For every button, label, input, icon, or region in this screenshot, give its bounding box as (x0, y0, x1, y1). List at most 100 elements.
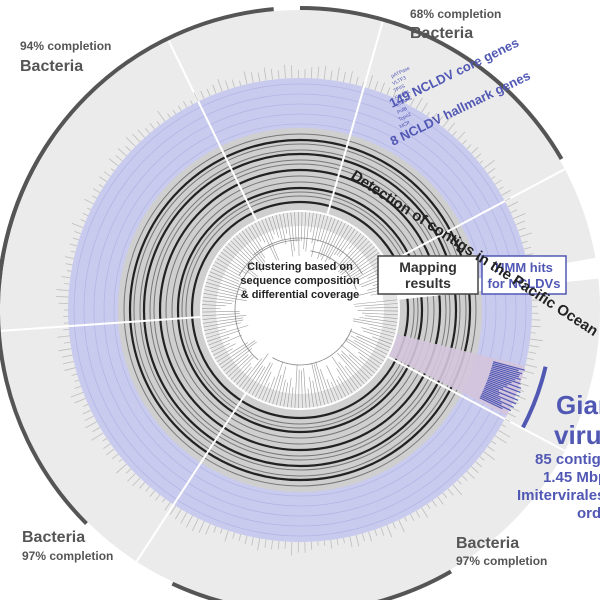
dendrogram-branch (326, 378, 336, 402)
dendrogram-branch (339, 243, 373, 274)
outer-tick (213, 526, 217, 533)
dendrogram-clade (239, 239, 301, 276)
dendrogram-branch (268, 217, 275, 235)
outer-tick (91, 432, 104, 441)
outer-tick (180, 512, 188, 524)
outer-tick (145, 486, 150, 492)
dendrogram-branch (202, 317, 244, 324)
hallmark-gene-name: MCP (399, 120, 412, 131)
dendrogram-branch (233, 237, 254, 260)
hmm-ring-divider (83, 93, 517, 527)
outer-tick (349, 536, 353, 547)
outer-tick (452, 484, 463, 496)
dendrogram-branch (311, 362, 322, 406)
outer-tick (157, 110, 166, 122)
dendrogram-branch (330, 381, 340, 401)
outer-tick (498, 429, 511, 438)
bin-completion-bottom-left: 97% completion (22, 549, 113, 563)
dendrogram-branch (235, 235, 266, 270)
dendrogram-branch (297, 212, 300, 259)
outer-tick (483, 451, 495, 461)
outer-tick (362, 533, 365, 542)
outer-tick (61, 354, 73, 358)
outer-tick (225, 80, 229, 90)
dendrogram-branch (372, 336, 392, 345)
outer-tick (437, 496, 444, 505)
hallmark-gene-name-item: Topo2 (397, 112, 412, 123)
dendrogram-branch (364, 306, 398, 309)
outer-tick (74, 379, 79, 382)
dendrogram-branch (202, 296, 235, 302)
hmm-hit-spike (490, 369, 521, 381)
mapping-layer-line (128, 138, 472, 482)
outer-tick (447, 122, 455, 132)
outer-tick (212, 84, 217, 94)
dendrogram-branch (325, 221, 343, 257)
outer-tick (515, 220, 526, 225)
outer-tick (149, 490, 155, 497)
bin-name-bottom-left: Bacteria (22, 529, 85, 546)
mapping-layer-line (158, 168, 442, 452)
outer-tick (517, 388, 525, 392)
outer-tick (110, 168, 115, 172)
outer-tick (525, 364, 538, 368)
outer-tick (205, 523, 211, 535)
dendrogram-branch (213, 343, 236, 356)
dendrogram-branch (301, 212, 303, 242)
hmm-hit-spike (487, 379, 521, 393)
outer-tick (529, 345, 540, 348)
dendrogram-branch (233, 363, 252, 383)
dendrogram-branch (214, 348, 233, 359)
outer-tick (103, 443, 111, 449)
bin-extent-arc (0, 135, 88, 525)
dendrogram-branch (336, 368, 353, 394)
dendrogram-branch (346, 249, 378, 274)
dendrogram-branch (236, 366, 252, 385)
dendrogram-branch (305, 212, 310, 252)
dendrogram-branch (314, 360, 329, 404)
outer-tick (164, 502, 171, 511)
outer-tick (82, 409, 91, 415)
dendrogram-branch (336, 379, 346, 397)
hallmark-gene-name-item: TFIIS (393, 83, 407, 94)
mapping-results-line2: results (405, 275, 451, 291)
dendrogram-branch (338, 361, 359, 389)
bin-boundary-spoke (167, 39, 258, 221)
dendrogram-branch (320, 215, 329, 242)
outer-tick (84, 415, 94, 421)
outer-tick (224, 530, 229, 542)
dendrogram-branch (202, 310, 240, 313)
dendrogram-branch (248, 226, 264, 251)
outer-tick (343, 537, 345, 544)
dendrogram-branch (203, 293, 250, 302)
outer-tick (277, 70, 280, 79)
dendrogram-branch (202, 313, 240, 317)
outer-tick (355, 535, 360, 547)
dendrogram-branch (350, 320, 397, 330)
outer-tick (111, 453, 119, 460)
outer-tick (243, 71, 248, 85)
mapping-layer-line (139, 149, 461, 471)
hmm-hit-spike (488, 374, 512, 384)
outer-tick (349, 71, 353, 84)
outer-tick (174, 509, 182, 520)
outer-tick (504, 418, 511, 422)
dendrogram-branch (211, 268, 240, 282)
dendrogram-branch (348, 330, 391, 348)
dendrogram-branch (205, 324, 250, 339)
outer-tick (71, 373, 78, 376)
dendrogram-branch (225, 354, 249, 375)
outer-tick (232, 532, 235, 539)
outer-tick (421, 102, 428, 113)
outer-tick (404, 516, 408, 522)
outer-tick (368, 75, 374, 89)
outer-tick (118, 458, 123, 463)
outer-tick (392, 522, 396, 529)
outer-tick (206, 88, 211, 97)
dendrogram-branch (220, 251, 258, 280)
outer-tick (257, 538, 261, 551)
hallmark-gene-name-item: MCP (399, 120, 412, 131)
bin-name-top-left: Bacteria (20, 58, 83, 75)
dendrogram-branch (286, 212, 294, 260)
